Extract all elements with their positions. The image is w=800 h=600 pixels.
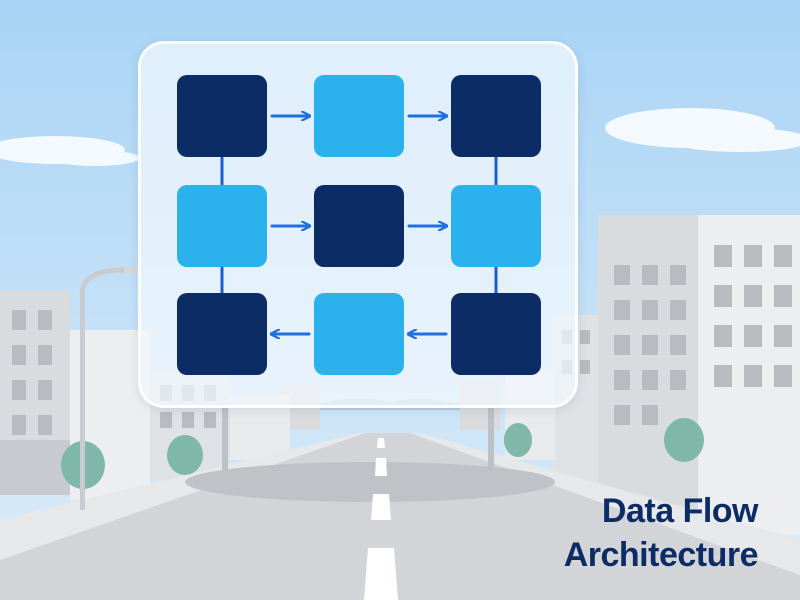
road-shadow	[185, 462, 555, 502]
node-n8	[314, 293, 404, 375]
sidewalk-left	[0, 433, 365, 560]
caption: Data Flow Architecture	[563, 489, 759, 577]
node-n6	[451, 185, 541, 267]
clouds	[0, 108, 800, 166]
road-markings	[364, 438, 398, 600]
node-n2	[314, 75, 404, 157]
caption-line-2: Architecture	[563, 536, 759, 574]
node-n9	[451, 293, 541, 375]
sign-supports	[222, 405, 494, 470]
node-n3	[451, 75, 541, 157]
caption-line-1: Data Flow	[601, 492, 759, 530]
node-n1	[177, 75, 267, 157]
node-n7	[177, 293, 267, 375]
sidewalk-right	[410, 433, 800, 575]
node-n5	[314, 185, 404, 267]
node-n4	[177, 185, 267, 267]
right-buildings	[505, 215, 800, 535]
road	[0, 433, 800, 600]
street-lamp	[79, 266, 140, 510]
